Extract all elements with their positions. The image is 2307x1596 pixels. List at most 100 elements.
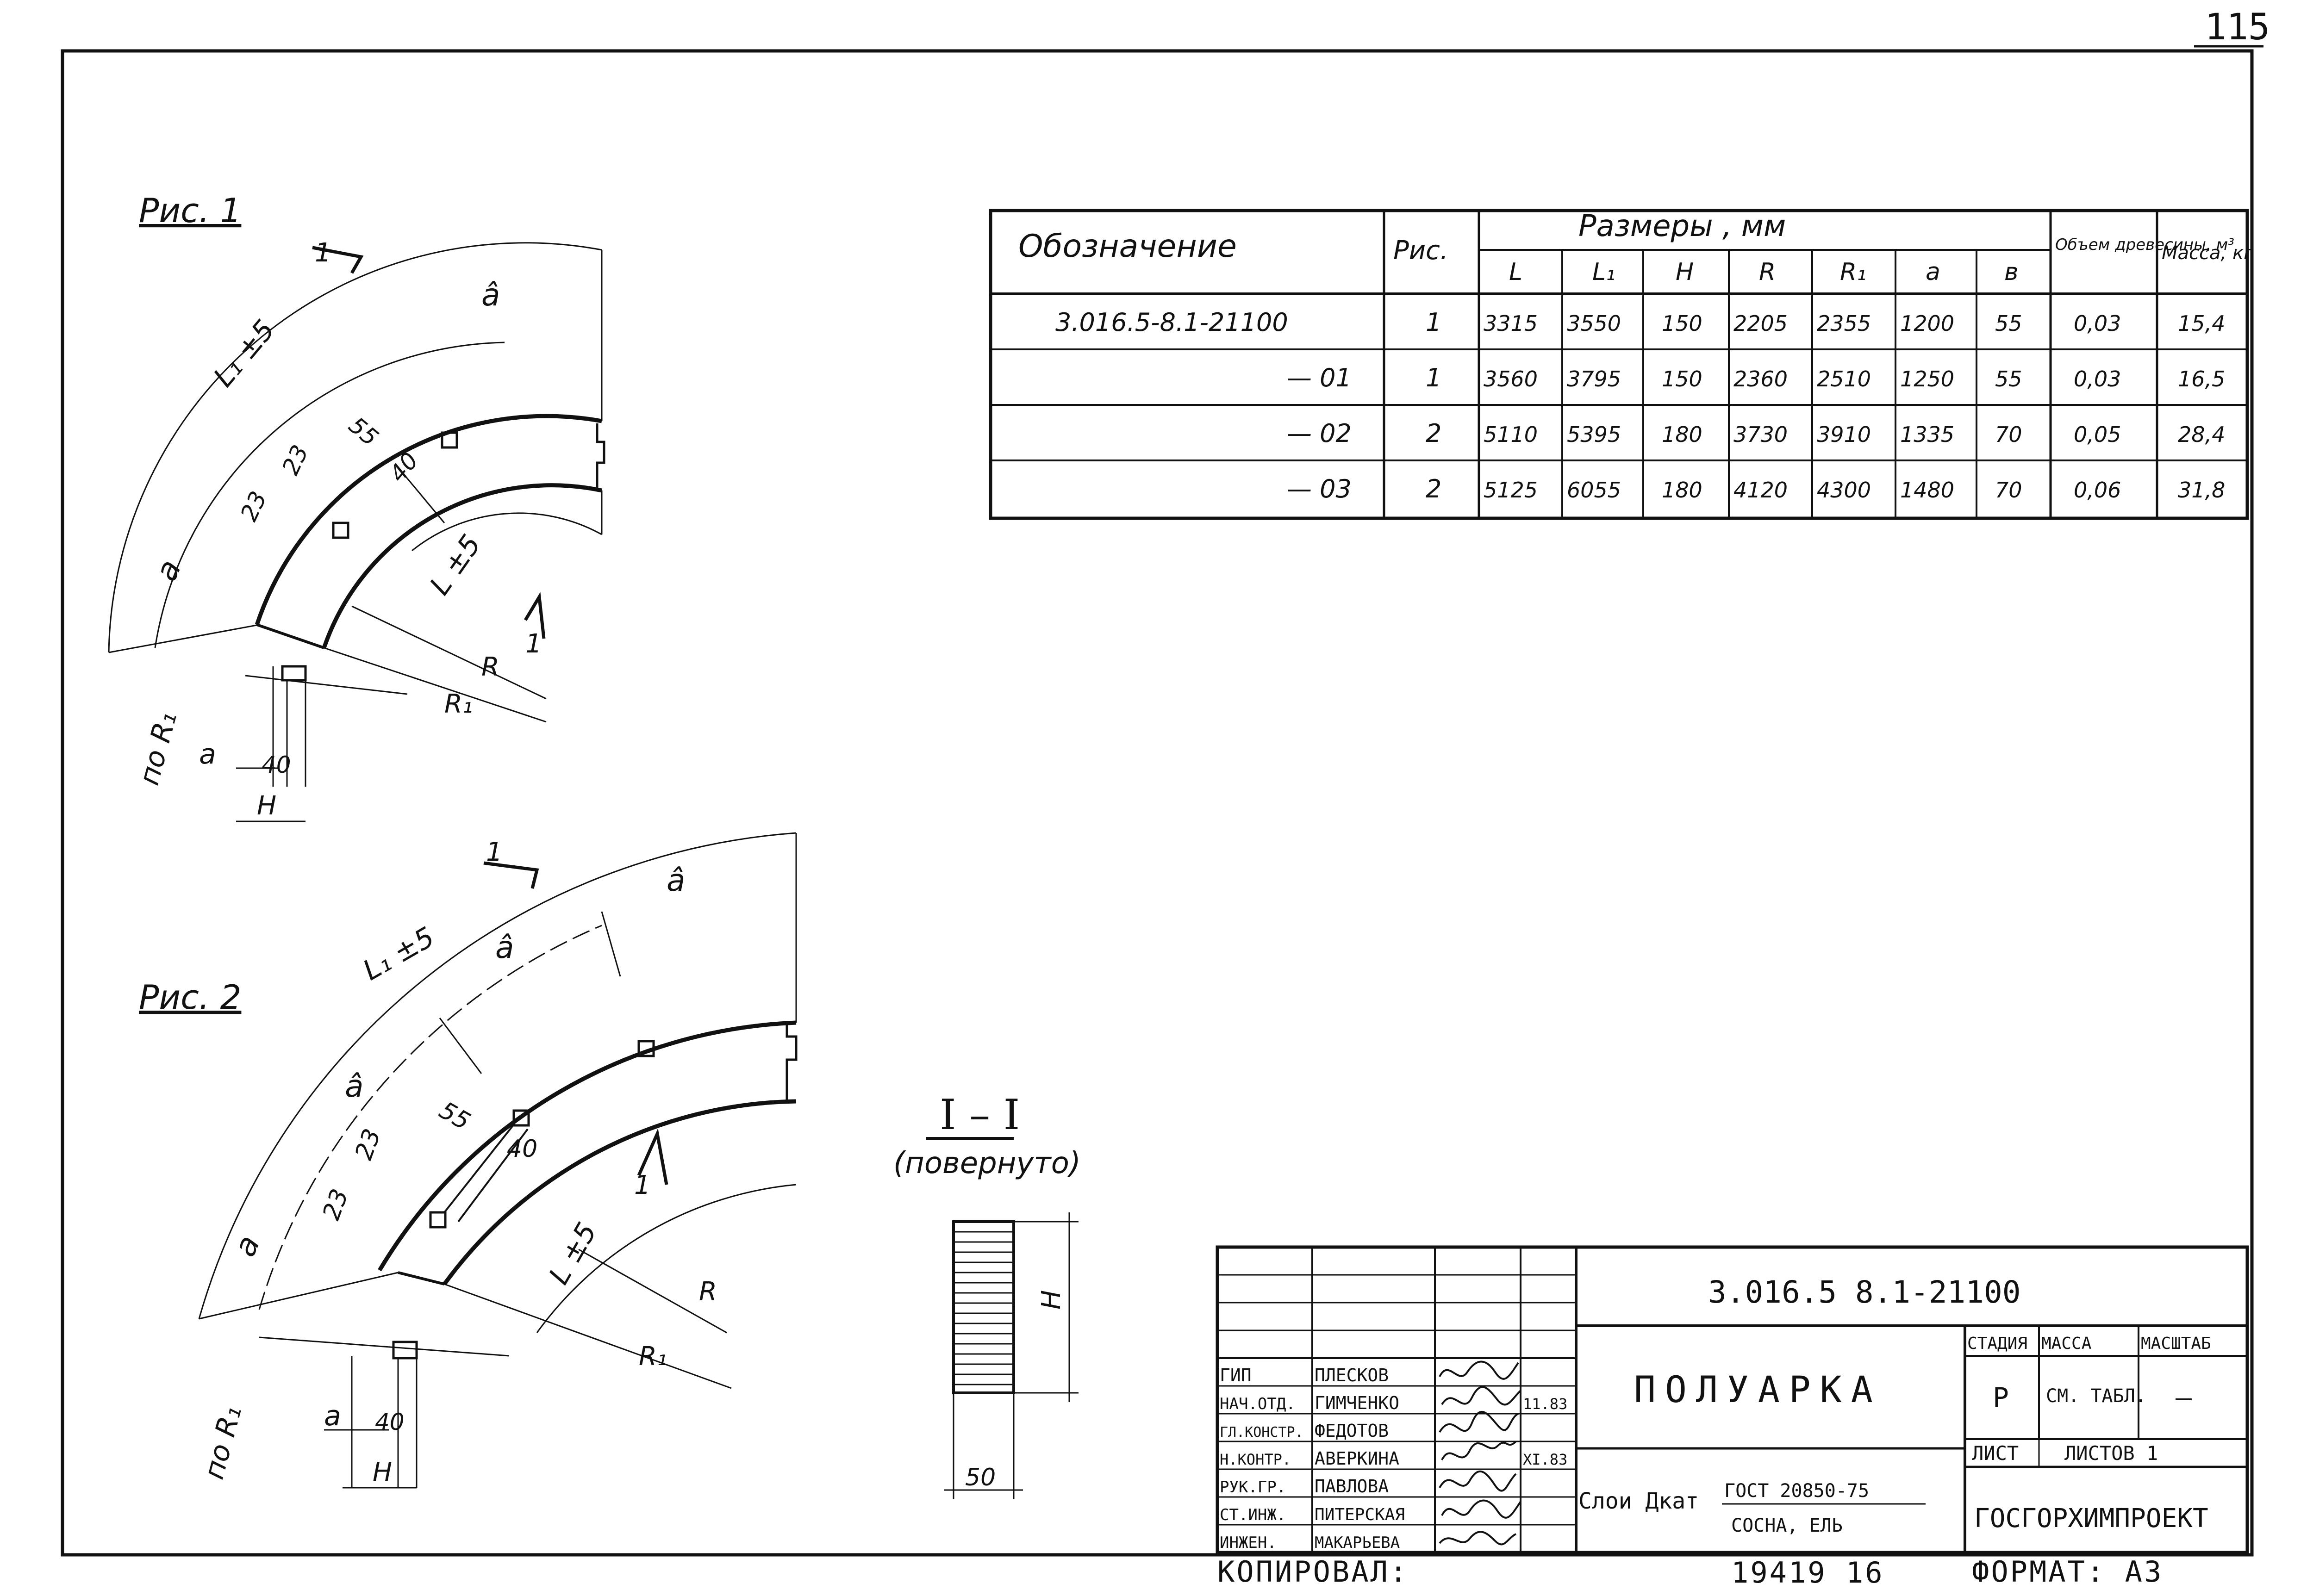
signature-1 xyxy=(1441,1386,1521,1406)
fig2-dim-40b: 40 xyxy=(375,1409,405,1435)
signature-6 xyxy=(1439,1531,1516,1546)
row0-L1: 3550 xyxy=(1567,311,1621,336)
fig2-dim-l: L ±5 xyxy=(542,1217,603,1290)
fig1-dim-23b: 23 xyxy=(277,441,313,479)
fig1-sec-1b: 1 xyxy=(525,629,542,659)
row3-R1: 4300 xyxy=(1817,478,1871,503)
th-volume: Объем древесины, м³ xyxy=(2055,236,2234,254)
spec-table-text: Обозначение Рис. Размеры , мм Объем древ… xyxy=(1018,209,2254,503)
row2-R1: 3910 xyxy=(1817,422,1871,447)
section-view xyxy=(926,1137,1079,1499)
row1-fig: 1 xyxy=(1426,363,1441,392)
th-a: a xyxy=(1926,258,1940,286)
row3-b: 70 xyxy=(1995,478,2022,503)
fig1-inner-edge xyxy=(322,483,602,649)
row2-vol: 0,05 xyxy=(2074,422,2121,447)
row3-fig: 2 xyxy=(1426,474,1441,503)
row3-L: 5125 xyxy=(1484,478,1538,503)
figure-1 xyxy=(108,242,605,822)
staff-role-1: НАЧ.ОТД. xyxy=(1220,1395,1296,1413)
row1-des: — 01 xyxy=(1287,363,1352,392)
scale-value: — xyxy=(2176,1382,2192,1413)
signature-5 xyxy=(1441,1499,1521,1519)
fig1-dim-40: 40 xyxy=(384,447,424,487)
scale-header: МАСШТАБ xyxy=(2141,1334,2211,1353)
section-dim-50: 50 xyxy=(965,1464,996,1491)
row3-des: — 03 xyxy=(1287,474,1352,503)
stage-header: СТАДИЯ xyxy=(1967,1334,2027,1353)
row1-R: 2360 xyxy=(1733,366,1788,391)
fig1-dim-l1: L₁ ±5 xyxy=(207,314,281,393)
row3-L1: 6055 xyxy=(1567,478,1621,503)
row2-fig: 2 xyxy=(1426,419,1441,448)
row2-L: 5110 xyxy=(1484,422,1538,447)
row3-a: 1480 xyxy=(1900,478,1954,503)
fig1-dim-40b: 40 xyxy=(262,751,291,778)
row0-b: 55 xyxy=(1995,311,2022,336)
figure1-label: Рис. 1 xyxy=(139,191,241,230)
th-b: в xyxy=(2004,258,2019,286)
signature-2 xyxy=(1439,1410,1519,1433)
fig2-dim-H: H xyxy=(373,1457,392,1487)
row1-H: 150 xyxy=(1662,366,1702,391)
sheet-header: ЛИСТ xyxy=(1972,1442,2019,1465)
th-L: L xyxy=(1509,258,1522,286)
fig2-dim-a-arc3: â xyxy=(345,1068,363,1104)
figure-2 xyxy=(198,832,798,1489)
th-H: H xyxy=(1676,258,1694,286)
row1-L: 3560 xyxy=(1484,366,1538,391)
row0-vol: 0,03 xyxy=(2074,311,2121,336)
row2-mass: 28,4 xyxy=(2178,422,2225,447)
th-fig: Рис. xyxy=(1393,236,1448,266)
row1-a: 1250 xyxy=(1900,366,1954,391)
row2-des: — 02 xyxy=(1287,419,1352,448)
section-note: (повернуто) xyxy=(893,1146,1081,1180)
wood-value: СОСНА, ЕЛЬ xyxy=(1731,1515,1843,1536)
fig2-dim-a: a xyxy=(227,1230,267,1262)
fig2-dim-23a: 23 xyxy=(350,1125,387,1164)
staff-role-3: Н.КОНТР. xyxy=(1220,1451,1291,1468)
row0-a: 1200 xyxy=(1900,311,1954,336)
row0-R1: 2355 xyxy=(1817,311,1871,336)
fig1-dim-l: L ±5 xyxy=(424,529,487,601)
row0-R: 2205 xyxy=(1733,311,1788,336)
staff-name-1: ГИМЧЕНКО xyxy=(1315,1393,1399,1413)
fig2-sec-1a: 1 xyxy=(486,837,503,867)
signature-4 xyxy=(1439,1470,1517,1492)
staff-name-5: ПИТЕРСКАЯ xyxy=(1315,1505,1405,1524)
th-L1: L₁ xyxy=(1592,258,1615,286)
copied-label: КОПИРОВАЛ: xyxy=(1217,1555,1409,1589)
row1-mass: 16,5 xyxy=(2178,366,2225,391)
fig1-dim-R1: R₁ xyxy=(444,689,473,719)
th-mass: Масса, кг xyxy=(2162,242,2254,264)
fig2-dim-40: 40 xyxy=(507,1135,537,1163)
signatures xyxy=(1439,1360,1521,1546)
sign-date-2: XI.83 xyxy=(1523,1451,1567,1468)
fig2-sec-1b: 1 xyxy=(634,1170,651,1200)
th-R1: R₁ xyxy=(1840,258,1866,286)
spec-table-grid xyxy=(989,209,2249,520)
sheet-number: 115 xyxy=(2205,6,2270,48)
row0-mass: 15,4 xyxy=(2178,311,2225,336)
staff-role-0: ГИП xyxy=(1220,1365,1252,1385)
staff-role-2: ГЛ.КОНСТР. xyxy=(1220,1424,1303,1441)
fig2-dim-R: R xyxy=(699,1277,717,1307)
fig2-dim-a-arc2: â xyxy=(495,930,514,965)
row3-mass: 31,8 xyxy=(2178,478,2225,503)
gost-value: ГОСТ 20850-75 xyxy=(1724,1480,1869,1502)
staff-name-0: ПЛЕСКОВ xyxy=(1315,1365,1389,1385)
staff-role-6: ИНЖЕН. xyxy=(1220,1534,1277,1552)
th-R: R xyxy=(1759,258,1776,286)
mass-value: СМ. ТАБЛ. xyxy=(2046,1385,2146,1407)
section-dim-H: H xyxy=(1036,1290,1066,1310)
fig2-inner-edge xyxy=(443,1099,797,1285)
mass-header: МАССА xyxy=(2041,1334,2092,1353)
row2-b: 70 xyxy=(1995,422,2022,447)
fig1-dim-H: H xyxy=(257,791,276,821)
staff-name-4: ПАВЛОВА xyxy=(1315,1476,1389,1497)
row1-R1: 2510 xyxy=(1817,366,1871,391)
row2-H: 180 xyxy=(1662,422,1702,447)
row0-L: 3315 xyxy=(1484,311,1538,336)
fig1-dim-55: 55 xyxy=(343,412,383,451)
